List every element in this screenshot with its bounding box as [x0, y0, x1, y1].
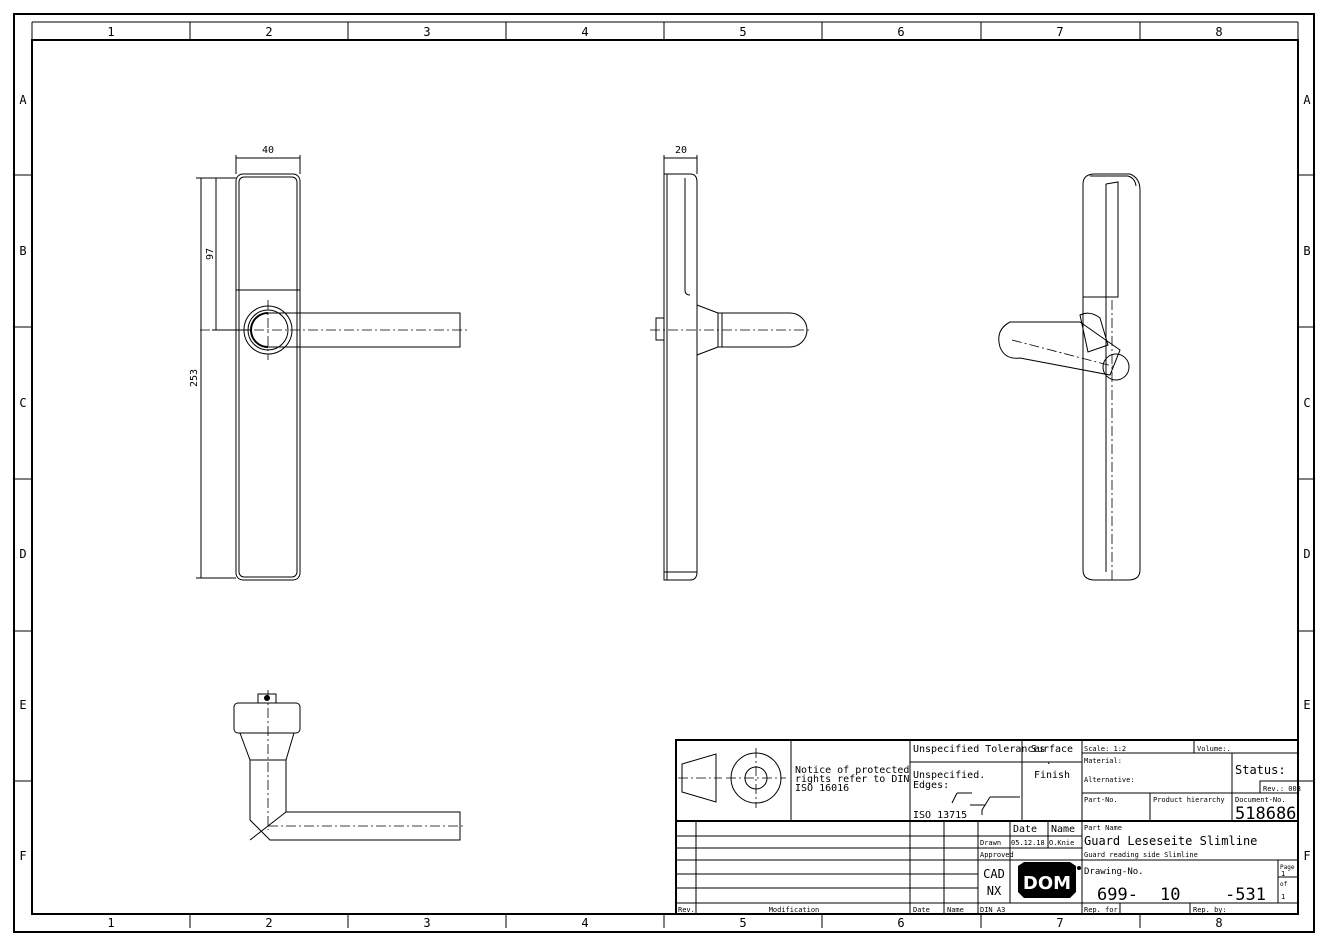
drawing-label: DIN A3 [980, 906, 1005, 914]
drawing-label: Status: [1235, 763, 1286, 777]
drawing-label: Notice of protected [795, 765, 909, 776]
drawing-label: Drawing-No. [1084, 867, 1144, 877]
drawing-label: Alternative: [1084, 776, 1135, 784]
drawing-label: Unspecified Tolerances [913, 744, 1045, 755]
drawing-label: 1 [1281, 870, 1285, 878]
drawing-label: 3 [423, 25, 430, 39]
drawing-label: Page [1280, 864, 1295, 871]
front-view: 40 97 253 [189, 145, 468, 581]
drawing-label: ISO 13715 [913, 810, 967, 821]
drawing-label: 6 [897, 25, 904, 39]
drawing-label: C [1303, 396, 1310, 410]
drawing-label: Part-No. [1084, 796, 1118, 804]
drawing-label: D [19, 547, 26, 561]
drawing-label: D [1303, 547, 1310, 561]
column-dividers [14, 22, 1314, 928]
drawing-label: Guard Leseseite Slimline [1084, 834, 1257, 848]
drawing-label: A [1303, 93, 1311, 107]
row-labels-right: A B C D E F [1303, 93, 1311, 863]
drawing-label: F [1303, 849, 1310, 863]
drawing-label: 518686 [1235, 804, 1296, 824]
side-view: 20 [650, 145, 812, 581]
drawing-label: NX [987, 884, 1002, 898]
drawing-label: 2 [265, 916, 272, 930]
drawing-label: 4 [581, 25, 588, 39]
row-labels-left: A B C D E F [19, 93, 27, 863]
drawing-label: Material: [1084, 757, 1122, 765]
drawing-label: Approved [980, 851, 1014, 859]
drawing-label: 8 [1215, 916, 1222, 930]
drawing-label: B [1303, 244, 1310, 258]
drawing-label: . [1046, 757, 1051, 767]
drawing-label: Date [913, 906, 930, 914]
dim-width: 40 [262, 145, 274, 156]
drawing-label: F [19, 849, 26, 863]
drawing-label: Part Name [1084, 824, 1122, 832]
dim-depth: 20 [675, 145, 687, 156]
drawing-label: 05.12.18 [1011, 839, 1045, 847]
drawing-label: DOM [1023, 873, 1071, 894]
drawing-label: ISO 16016 [795, 783, 849, 794]
drawing-label: Name [1051, 824, 1075, 835]
drawing-label: Document-No. [1235, 796, 1286, 804]
drawing-label: B [19, 244, 26, 258]
drawing-label: Surface [1031, 744, 1073, 755]
drawing-label: Rev.: 003 [1263, 785, 1301, 793]
drawing-label: 10 [1160, 885, 1180, 905]
drawing-label: of [1280, 881, 1288, 888]
drawing-label: Date [1013, 824, 1037, 835]
drawing-label: Volume:. [1197, 745, 1231, 753]
drawing-label: -531 [1225, 885, 1266, 905]
drawing-label: rights refer to DIN [795, 774, 909, 785]
column-labels-top: 1 2 3 4 5 6 7 8 [107, 25, 1222, 39]
drawing-label: 1 [107, 916, 114, 930]
inner-frame [31, 39, 1299, 915]
drawing-label: 4 [581, 916, 588, 930]
dim-handle-height: 97 [205, 248, 216, 260]
drawing-label: Drawn [980, 839, 1001, 847]
drawing-label: 8 [1215, 25, 1222, 39]
drawing-label: E [19, 698, 26, 712]
drawing-label: 699- [1097, 885, 1138, 905]
drawing-label: E [1303, 698, 1310, 712]
column-labels-bottom: 1 2 3 4 5 6 7 8 [107, 916, 1222, 930]
drawing-label: 1 [1281, 893, 1285, 901]
top-view [233, 690, 465, 841]
drawing-label: C [19, 396, 26, 410]
drawing-label: 3 [423, 916, 430, 930]
drawing-label: Scale: 1:2 [1084, 745, 1126, 753]
title-block: Notice of protected rights refer to DIN … [675, 739, 1301, 915]
drawing-label: Rep. by: [1193, 906, 1227, 914]
drawing-label: 7 [1056, 916, 1063, 930]
drawing-label: 2 [265, 25, 272, 39]
drawing-label: 5 [739, 916, 746, 930]
dom-logo: DOM [1018, 862, 1081, 898]
drawing-label: 5 [739, 25, 746, 39]
drawing-label: Guard reading side Slimline [1084, 851, 1198, 859]
drawing-label: Rep. for: [1084, 906, 1122, 914]
drawing-label: Name [947, 906, 964, 914]
outer-frame [13, 13, 1315, 933]
drawing-label: Modification [769, 906, 820, 914]
drawing-label: 1 [107, 25, 114, 39]
isometric-view [998, 173, 1141, 581]
drawing-label: 7 [1056, 25, 1063, 39]
drawing-label: Unspecified. [913, 770, 985, 781]
drawing-label: Product hierarchy [1153, 796, 1225, 804]
drawing-label: 6 [897, 916, 904, 930]
drawing-label: Rev. [678, 906, 695, 914]
drawing-label: A [19, 93, 27, 107]
drawing-label: O.Knie [1049, 839, 1074, 847]
drawing-label: Finish [1034, 770, 1070, 781]
dim-total-height: 253 [189, 369, 200, 387]
drawing-label: Edges: [913, 780, 949, 791]
drawing-label: CAD [983, 867, 1005, 881]
